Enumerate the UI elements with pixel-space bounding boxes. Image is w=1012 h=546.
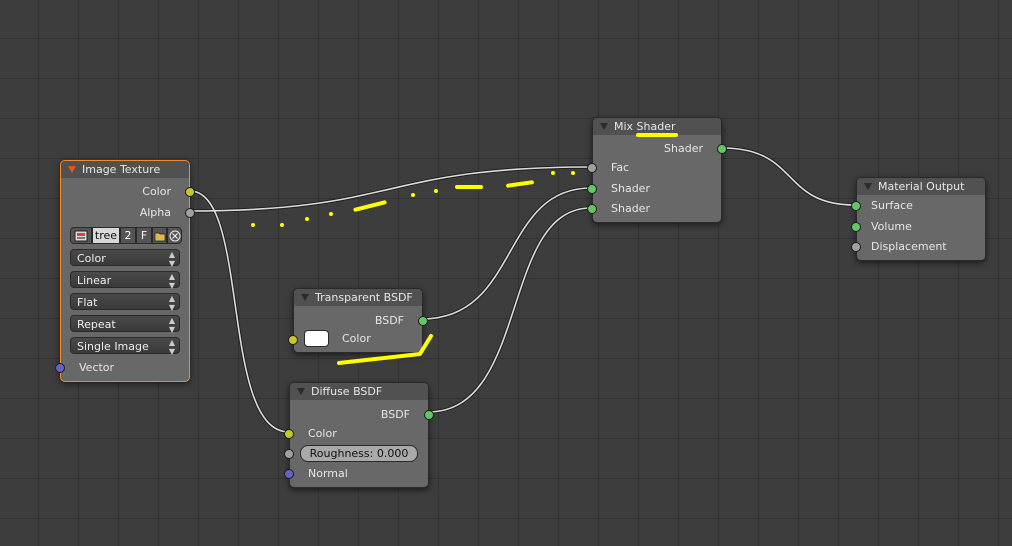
input-color-socket[interactable] <box>288 335 298 345</box>
fake-user-button[interactable]: F <box>136 227 152 244</box>
link-color-to-diffuse-color <box>189 190 290 433</box>
annotation-dot <box>434 189 438 193</box>
node-title: Mix Shader <box>614 120 676 133</box>
input-volume-socket[interactable] <box>851 222 861 232</box>
node-header[interactable]: Image Texture <box>61 161 189 178</box>
output-bsdf-label: BSDF <box>380 408 410 421</box>
output-shader-label: Shader <box>664 142 703 155</box>
input-normal-label: Normal <box>308 467 348 480</box>
collapse-triangle-icon[interactable] <box>68 165 76 173</box>
link-transparent-to-mix-shader <box>421 187 592 320</box>
output-color-socket[interactable] <box>185 187 195 197</box>
image-name-field[interactable]: tree <box>92 227 120 244</box>
roughness-label: Roughness: <box>309 447 374 460</box>
material-output-node[interactable]: Material Output Surface Volume Displacem… <box>851 177 986 261</box>
annotation-dot <box>551 171 555 175</box>
input-surface-label: Surface <box>871 199 913 212</box>
input-fac-socket[interactable] <box>587 163 597 173</box>
input-displacement-socket[interactable] <box>851 242 861 252</box>
annotation-dash <box>455 185 483 189</box>
open-image-folder-icon[interactable] <box>152 227 167 244</box>
dropdown-arrows-icon: ▲▼ <box>168 316 175 334</box>
diffuse-bsdf-node[interactable]: Diffuse BSDF BSDF Color Roughness: 0.000… <box>284 382 434 488</box>
node-title: Transparent BSDF <box>315 291 413 304</box>
projection-value: Flat <box>77 296 98 309</box>
source-value: Single Image <box>77 340 149 353</box>
output-alpha-socket[interactable] <box>185 208 195 218</box>
image-users-count[interactable]: 2 <box>120 227 136 244</box>
projection-dropdown[interactable]: Flat ▲▼ <box>70 293 180 312</box>
dropdown-arrows-icon: ▲▼ <box>168 272 175 290</box>
dropdown-arrows-icon: ▲▼ <box>168 250 175 268</box>
link-mix-to-output-surface <box>721 147 856 206</box>
color-space-dropdown[interactable]: Color ▲▼ <box>70 249 180 268</box>
color-space-value: Color <box>77 252 106 265</box>
roughness-value: 0.000 <box>376 447 409 460</box>
input-shader-2-label: Shader <box>611 202 650 215</box>
image-browse-icon[interactable] <box>70 227 92 244</box>
link-diffuse-to-mix-shader <box>427 207 592 413</box>
annotation-dot <box>411 193 415 197</box>
output-bsdf-socket[interactable] <box>418 316 428 326</box>
node-title: Diffuse BSDF <box>311 385 383 398</box>
underline-mix-shader <box>636 133 678 137</box>
link-alpha-to-mix-fac <box>189 166 592 212</box>
color-swatch[interactable] <box>304 330 329 347</box>
output-bsdf-socket[interactable] <box>424 410 434 420</box>
input-shader-1-label: Shader <box>611 182 650 195</box>
node-title: Image Texture <box>82 163 161 176</box>
annotation-dot <box>305 217 309 221</box>
interpolation-value: Linear <box>77 274 112 287</box>
input-shader-1-socket[interactable] <box>587 184 597 194</box>
node-header[interactable]: Diffuse BSDF <box>290 383 428 400</box>
input-shader-2-socket[interactable] <box>587 204 597 214</box>
collapse-triangle-icon[interactable] <box>297 387 305 395</box>
collapse-triangle-icon[interactable] <box>864 182 872 190</box>
output-shader-socket[interactable] <box>717 144 727 154</box>
extension-value: Repeat <box>77 318 116 331</box>
dropdown-arrows-icon: ▲▼ <box>168 338 175 356</box>
input-color-label: Color <box>342 332 371 345</box>
node-header[interactable]: Material Output <box>857 178 985 195</box>
input-vector-label: Vector <box>79 361 115 374</box>
input-roughness-socket[interactable] <box>284 449 294 459</box>
transparent-bsdf-node[interactable]: Transparent BSDF BSDF Color <box>288 288 428 353</box>
output-color-label: Color <box>142 185 171 198</box>
input-color-label: Color <box>308 427 337 440</box>
output-bsdf-label: BSDF <box>374 314 404 327</box>
node-header[interactable]: Transparent BSDF <box>294 289 422 306</box>
annotation-dot <box>571 171 575 175</box>
source-dropdown[interactable]: Single Image ▲▼ <box>70 337 180 356</box>
input-displacement-label: Displacement <box>871 240 947 253</box>
unlink-image-close-icon[interactable] <box>167 227 182 244</box>
node-header[interactable]: Mix Shader <box>593 118 721 135</box>
input-fac-label: Fac <box>611 161 630 174</box>
image-selector: tree 2 F <box>70 227 182 245</box>
annotation-dot <box>329 212 333 216</box>
image-texture-node[interactable]: Image Texture Color Alpha tree 2 F Color… <box>55 160 195 382</box>
input-surface-socket[interactable] <box>851 201 861 211</box>
output-alpha-label: Alpha <box>139 206 171 219</box>
dropdown-arrows-icon: ▲▼ <box>168 294 175 312</box>
interpolation-dropdown[interactable]: Linear ▲▼ <box>70 271 180 290</box>
collapse-triangle-icon[interactable] <box>301 293 309 301</box>
input-vector-socket[interactable] <box>55 363 65 373</box>
collapse-triangle-icon[interactable] <box>600 122 608 130</box>
input-normal-socket[interactable] <box>284 469 294 479</box>
annotation-dot <box>280 223 284 227</box>
node-title: Material Output <box>878 180 965 193</box>
mix-shader-node[interactable]: Mix Shader Shader Fac Shader Shader <box>587 117 727 223</box>
input-volume-label: Volume <box>871 220 912 233</box>
roughness-slider[interactable]: Roughness: 0.000 <box>300 445 418 462</box>
annotation-dot <box>251 223 255 227</box>
input-color-socket[interactable] <box>284 429 294 439</box>
extension-dropdown[interactable]: Repeat ▲▼ <box>70 315 180 334</box>
